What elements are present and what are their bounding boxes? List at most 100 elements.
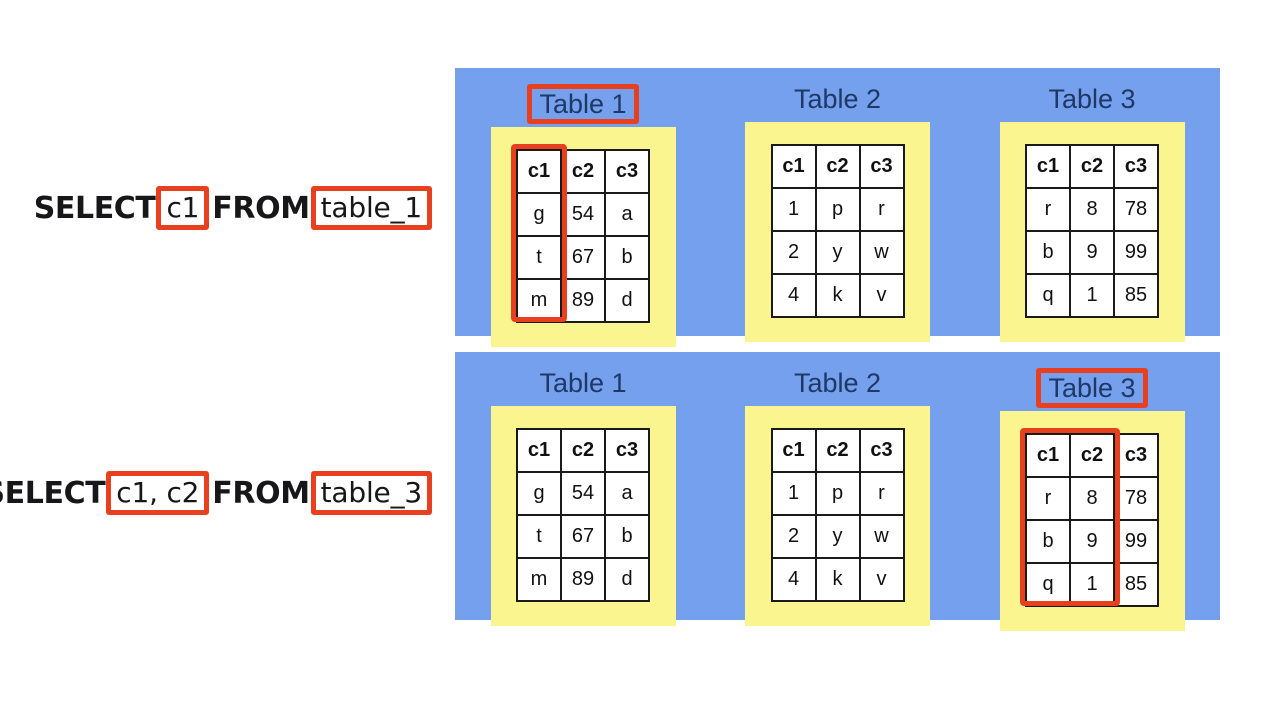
table-cell: 4	[770, 273, 817, 319]
table-cell: b	[1025, 519, 1071, 565]
table-cell: m	[516, 557, 562, 603]
table-cell: b	[1025, 230, 1071, 276]
table-title-table-2-row-2: Table 2	[793, 368, 882, 398]
column-header-c2: c2	[560, 149, 606, 195]
column-header-c1: c1	[516, 149, 562, 195]
sql-keyword-select-1: SELECT	[33, 190, 156, 226]
column-header-c2: c2	[814, 144, 861, 190]
table-cell: 67	[560, 235, 606, 281]
table-row: r 8 78	[1025, 187, 1159, 233]
table-cell: 54	[560, 192, 606, 238]
table-cell: r	[1025, 476, 1071, 522]
column-header-c1: c1	[770, 428, 817, 474]
table-row: 2 y w	[770, 514, 905, 560]
table-cell: 89	[560, 278, 606, 324]
table-title-table-2-row-1: Table 2	[793, 84, 882, 114]
table-cell: 8	[1069, 187, 1115, 233]
table-cell: d	[604, 557, 650, 603]
sql-query-2: SELECT c1, c2 FROM table_3	[0, 466, 455, 520]
table-cell: p	[814, 187, 861, 233]
table-row: b 9 99	[1025, 519, 1159, 565]
table-cell: 1	[770, 471, 817, 517]
table-title-wrap-table-2-row-2: Table 2	[788, 368, 887, 398]
table-card-table-1-row-1: c1 c2 c3 g 54 a t 67	[490, 127, 676, 348]
table-cell: a	[604, 471, 650, 517]
table-row: q 1 85	[1025, 273, 1159, 319]
table-cell: 1	[1069, 273, 1115, 319]
table-header-row: c1 c2 c3	[770, 144, 905, 190]
table-title-table-3-row-1: Table 3	[1048, 84, 1136, 114]
sql-columns-highlight-2: c1, c2	[106, 471, 210, 515]
table-cell: b	[604, 514, 650, 560]
grid-wrap-table-1-row-1: c1 c2 c3 g 54 a t 67	[511, 144, 650, 324]
column-header-c3: c3	[604, 428, 650, 474]
table-card-table-3-row-1: c1 c2 c3 r 8 78 b 9	[999, 122, 1185, 343]
table-row: 4 k v	[770, 557, 905, 603]
table-cell: 99	[1113, 230, 1159, 276]
column-header-c3: c3	[1113, 144, 1159, 190]
table-title-table-1-row-2: Table 1	[539, 368, 627, 398]
table-cell: m	[516, 278, 562, 324]
table-cell: 2	[770, 230, 817, 276]
column-header-c2: c2	[560, 428, 606, 474]
table-cell: r	[1025, 187, 1071, 233]
sql-table-token-1: table_1	[320, 191, 423, 224]
table-cell: y	[814, 230, 861, 276]
table-row: t 67 b	[516, 514, 650, 560]
table-cell: 78	[1113, 476, 1159, 522]
table-cell: k	[814, 273, 861, 319]
table-cell: 9	[1069, 230, 1115, 276]
sql-columns-highlight-1: c1	[156, 186, 210, 230]
table-header-row: c1 c2 c3	[516, 149, 650, 195]
column-header-c3: c3	[604, 149, 650, 195]
tables-panel-1: Table 1 c1 c2 c3 g 54	[455, 68, 1220, 348]
table-cell: 4	[770, 557, 817, 603]
table-row: r 8 78	[1025, 476, 1159, 522]
table-title-table-3-row-2: Table 3	[1048, 373, 1136, 403]
table-header-row: c1 c2 c3	[770, 428, 905, 474]
data-grid-table-3-row-2: c1 c2 c3 r 8 78 b 9	[1025, 433, 1159, 608]
column-header-c1: c1	[1025, 433, 1071, 479]
table-cell: v	[858, 557, 905, 603]
table-block-table-1-row-2: Table 1 c1 c2 c3 g 54	[467, 368, 699, 627]
sql-table-highlight-2: table_3	[310, 471, 432, 515]
grid-wrap-table-3-row-1: c1 c2 c3 r 8 78 b 9	[1025, 144, 1159, 319]
table-cell: 78	[1113, 187, 1159, 233]
table-cell: w	[858, 230, 905, 276]
table-card-table-2-row-2: c1 c2 c3 1 p r 2 y	[745, 406, 930, 627]
data-grid-table-2-row-2: c1 c2 c3 1 p r 2 y	[770, 428, 905, 603]
table-cell: 89	[560, 557, 606, 603]
table-row: g 54 a	[516, 471, 650, 517]
sql-columns-token-1: c1	[166, 191, 200, 224]
table-cell: 1	[1069, 562, 1115, 608]
table-row: m 89 d	[516, 557, 650, 603]
sql-keyword-from-2: FROM	[212, 475, 310, 511]
table-row: 4 k v	[770, 273, 905, 319]
table-cell: 9	[1069, 519, 1115, 565]
sql-table-highlight-1: table_1	[310, 186, 432, 230]
table-cell: y	[814, 514, 861, 560]
sql-columns-token-2: c1, c2	[116, 476, 200, 509]
column-header-c2: c2	[814, 428, 861, 474]
table-cell: 54	[560, 471, 606, 517]
sql-query-1: SELECT c1 FROM table_1	[0, 181, 455, 235]
table-cell: g	[516, 471, 562, 517]
column-header-c1: c1	[1025, 144, 1071, 190]
column-header-c3: c3	[858, 144, 905, 190]
table-cell: k	[814, 557, 861, 603]
table-block-table-2-row-1: Table 2 c1 c2 c3 1 p	[722, 84, 954, 343]
table-title-wrap-table-3-row-1: Table 3	[1042, 84, 1141, 114]
table-cell: q	[1025, 562, 1071, 608]
table-cell: 85	[1113, 562, 1159, 608]
table-cell: q	[1025, 273, 1071, 319]
table-card-table-1-row-2: c1 c2 c3 g 54 a t 67	[490, 406, 676, 627]
table-block-table-1-row-1: Table 1 c1 c2 c3 g 54	[467, 84, 699, 348]
grid-wrap-table-1-row-2: c1 c2 c3 g 54 a t 67	[516, 428, 650, 603]
grid-wrap-table-2-row-1: c1 c2 c3 1 p r 2 y	[770, 144, 905, 319]
table-cell: 1	[770, 187, 817, 233]
table-title-highlight-table-3-row-2: Table 3	[1036, 368, 1148, 409]
table-cell: 85	[1113, 273, 1159, 319]
table-card-table-2-row-1: c1 c2 c3 1 p r 2 y	[745, 122, 930, 343]
column-header-c2: c2	[1069, 433, 1115, 479]
table-cell: w	[858, 514, 905, 560]
